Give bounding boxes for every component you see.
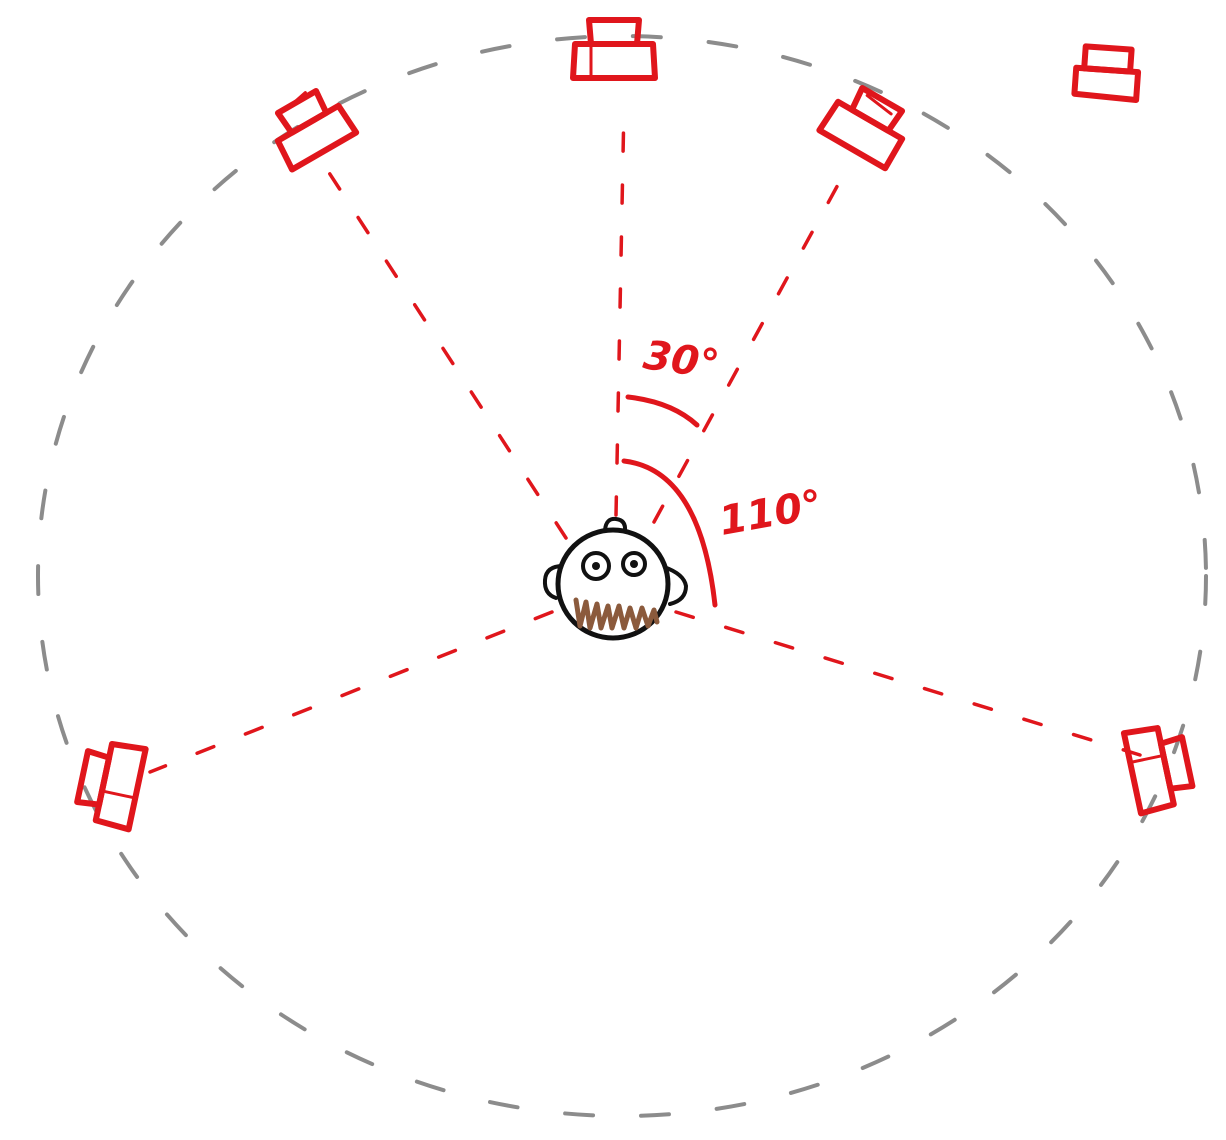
surround-right-speaker (1120, 725, 1196, 817)
guide-line-surround-right (674, 610, 1142, 757)
guide-line-front-right (652, 168, 848, 524)
angle-arc-110 (621, 458, 718, 608)
guide-line-front-left (324, 166, 568, 540)
angle-label-30: 30° (641, 332, 722, 388)
speaker-icon (1120, 725, 1196, 817)
mouth-scribble (573, 597, 660, 631)
listening-circle (36, 34, 1208, 1118)
speaker-icon (570, 17, 658, 81)
guide-lines (148, 103, 1142, 774)
speaker-icon (274, 88, 360, 173)
angle-label-110: 110° (716, 482, 826, 545)
speaker-icon (74, 740, 149, 833)
front-right-speaker (816, 85, 906, 172)
surround-left-speaker (74, 740, 149, 833)
speaker-icon (1071, 43, 1142, 104)
angle-arc-30 (625, 394, 700, 428)
speaker-icon (816, 85, 906, 172)
guide-line-center (614, 103, 626, 517)
center-speaker (570, 17, 658, 81)
front-left-speaker (274, 88, 360, 173)
guide-line-surround-left (148, 610, 554, 774)
extra-speaker-top-right (1071, 43, 1142, 104)
listener-head-icon (542, 516, 689, 641)
